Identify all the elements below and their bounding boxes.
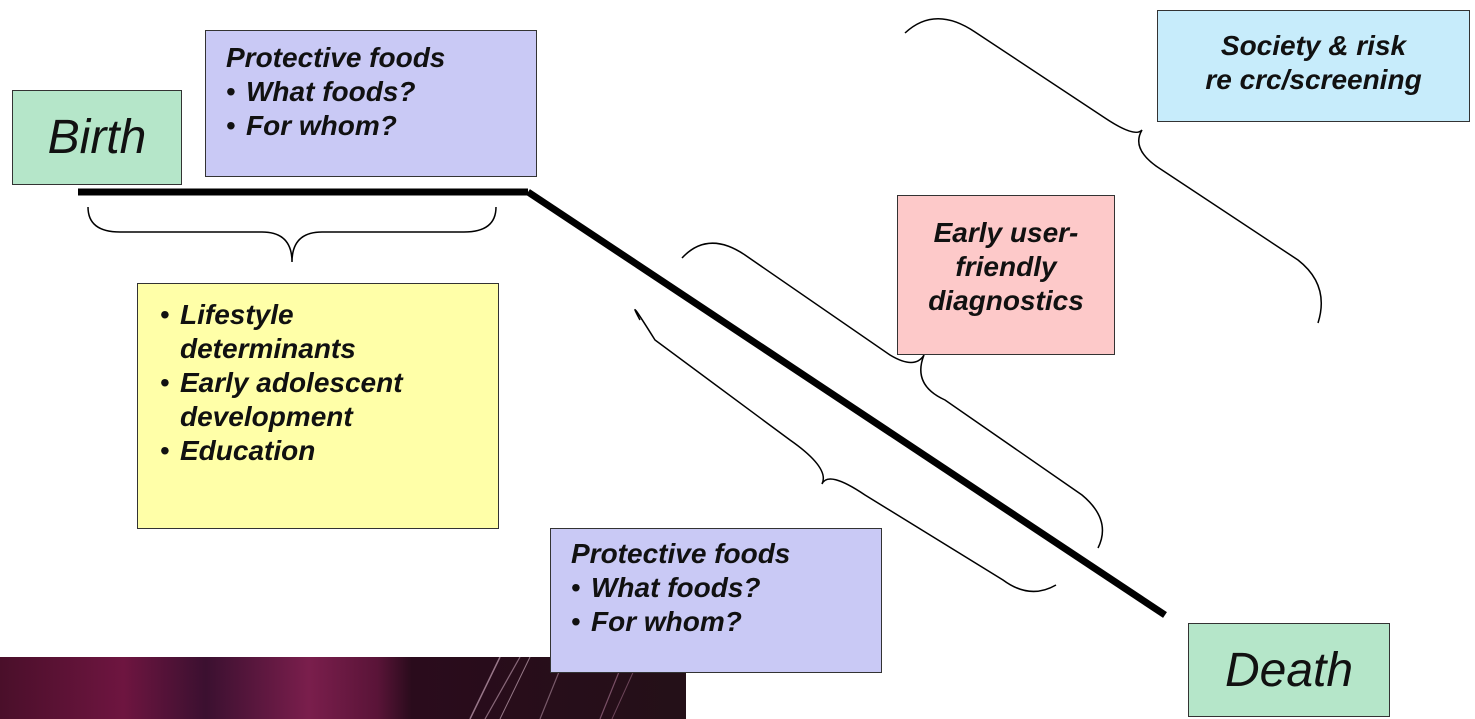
protective-foods-top-list: What foods? For whom? [226,75,536,143]
lifestyle-box: Lifestyle determinants Early adolescent … [137,283,499,529]
diagnostics-line-1: Early user- [898,216,1114,250]
protective-foods-top-box: Protective foods What foods? For whom? [205,30,537,177]
society-line-2: re crc/screening [1158,63,1469,97]
birth-box: Birth [12,90,182,185]
diagnostics-box: Early user- friendly diagnostics [897,195,1115,355]
birth-label: Birth [48,110,147,165]
society-box: Society & risk re crc/screening [1157,10,1470,122]
protective-foods-bottom-box: Protective foods What foods? For whom? [550,528,882,673]
death-label: Death [1225,643,1353,698]
protective-foods-top-item-2: For whom? [226,109,536,143]
society-line-1: Society & risk [1158,29,1469,63]
diagnostics-line-2: friendly [898,250,1114,284]
protective-foods-bottom-list: What foods? For whom? [571,571,881,639]
lifestyle-item-3: Education [160,434,498,468]
protective-foods-bottom-item-2: For whom? [571,605,881,639]
lifestyle-item-1: Lifestyle determinants [160,298,380,366]
protective-foods-top-title: Protective foods [226,41,536,75]
lifestyle-list: Lifestyle determinants Early adolescent … [160,298,498,468]
diagnostics-line-3: diagnostics [898,284,1114,318]
protective-foods-bottom-item-1: What foods? [571,571,881,605]
protective-foods-bottom-title: Protective foods [571,537,881,571]
brace-early-life [88,207,496,262]
lifestyle-item-2: Early adolescent development [160,366,500,434]
protective-foods-top-item-1: What foods? [226,75,536,109]
death-box: Death [1188,623,1390,717]
